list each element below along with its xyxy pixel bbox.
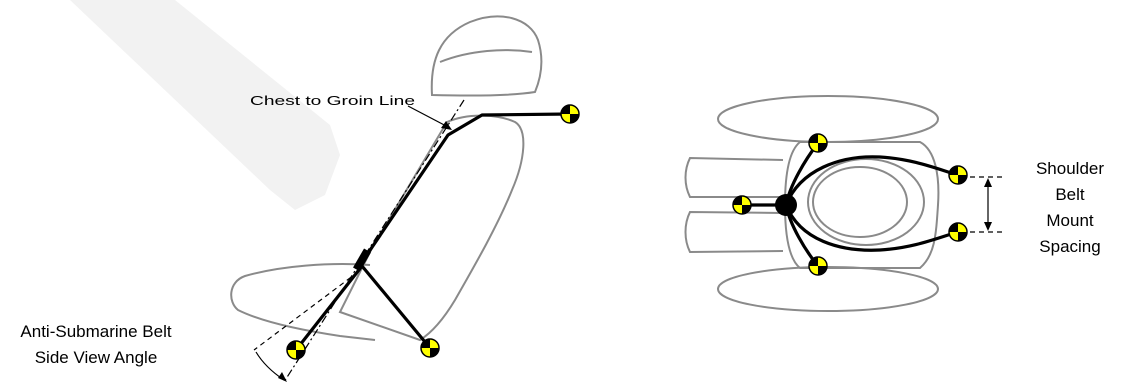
torso-outline bbox=[338, 114, 525, 342]
upper-arm-top-outline bbox=[717, 95, 939, 143]
anti-sub-label-line1: Anti-Submarine Belt bbox=[20, 322, 171, 341]
shoulder-label-line4: Spacing bbox=[1039, 237, 1100, 256]
shoulder-label-line3: Mount bbox=[1046, 211, 1094, 230]
shoulder-belt-top-upper bbox=[784, 155, 959, 206]
buckle bbox=[353, 248, 371, 272]
shoulder-belt-side bbox=[360, 112, 571, 263]
upper-arm-bottom-outline bbox=[717, 266, 939, 312]
side-view: Chest to Groin Line Anti-Submarine Belt … bbox=[20, 15, 580, 383]
lap-belt-top-marker-icon bbox=[808, 133, 828, 153]
anti-sub-marker-icon bbox=[420, 338, 440, 358]
visor-line bbox=[439, 49, 533, 63]
left-leg-outline bbox=[684, 156, 784, 198]
shoulder-mount-marker-icon bbox=[560, 104, 580, 124]
chest-groin-label: Chest to Groin Line bbox=[250, 93, 415, 108]
helmet-top-outline bbox=[807, 158, 925, 246]
spacing-arrow-down bbox=[984, 222, 992, 231]
shoulder-belt-top-lower bbox=[784, 204, 959, 252]
anti-sub-top-marker-icon bbox=[732, 195, 752, 215]
chest-groin-line bbox=[283, 99, 465, 383]
lap-belt-marker-icon bbox=[286, 340, 306, 360]
right-leg-outline bbox=[684, 210, 784, 254]
watermark-shape bbox=[70, 0, 340, 210]
chest-groin-pointer bbox=[407, 105, 451, 129]
top-view: Shoulder Belt Mount Spacing bbox=[684, 95, 1104, 312]
anti-sub-belt bbox=[360, 264, 432, 350]
shoulder-label-line1: Shoulder bbox=[1036, 159, 1104, 178]
anti-sub-label-line2: Side View Angle bbox=[35, 348, 158, 367]
thigh-outline bbox=[230, 263, 376, 341]
shoulder-label-line2: Belt bbox=[1055, 185, 1085, 204]
lap-belt-bottom-marker-icon bbox=[808, 256, 828, 276]
chest-groin-pointer-arrow bbox=[441, 121, 452, 130]
torso-top-outline bbox=[783, 141, 940, 269]
anti-sub-extension-line bbox=[253, 271, 359, 351]
lap-belt-lower-left bbox=[294, 265, 364, 351]
shoulder-mount-lower-marker-icon bbox=[948, 222, 968, 242]
helmet-outline bbox=[430, 15, 543, 97]
spacing-arrow-up bbox=[984, 178, 992, 187]
head-top-outline bbox=[812, 166, 908, 238]
angle-arrow-head bbox=[278, 372, 287, 382]
shoulder-mount-upper-marker-icon bbox=[948, 165, 968, 185]
buckle-top bbox=[775, 194, 797, 216]
